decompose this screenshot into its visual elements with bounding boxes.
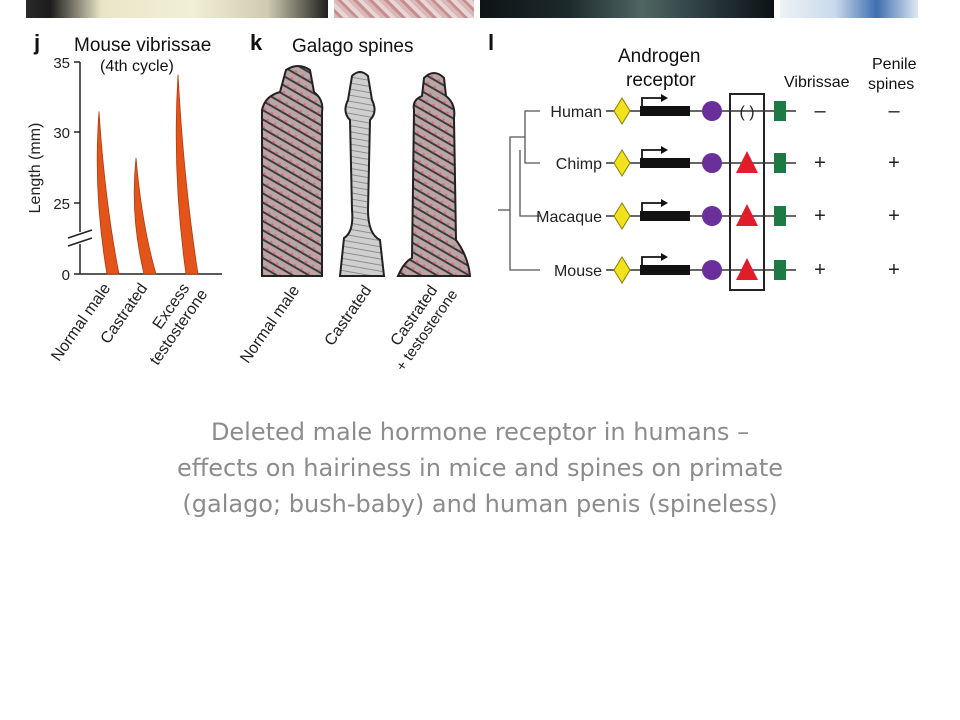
col-header-spines-line1: Penile xyxy=(872,56,917,73)
promoter-arrowhead-icon xyxy=(661,199,668,207)
vibrissa-bar-3 xyxy=(175,74,199,275)
galago-castrated-image xyxy=(338,71,386,277)
slide-caption: Deleted male hormone receptor in humans … xyxy=(80,414,880,522)
ligand-region-box xyxy=(729,93,765,291)
element-square-icon xyxy=(774,206,786,226)
panel-j-title: Mouse vibrissae xyxy=(74,35,212,56)
deleted-element-marker: ( ) xyxy=(739,104,754,121)
element-circle-icon xyxy=(702,153,722,173)
promoter-arrowhead-icon xyxy=(661,94,668,102)
k-image-label: Castrated xyxy=(322,283,376,350)
species-name: Chimp xyxy=(556,156,602,173)
photo-strip-3 xyxy=(480,0,774,18)
vibrissa-bar-1 xyxy=(96,111,120,275)
gene-block xyxy=(640,106,690,116)
gene-block xyxy=(640,158,690,168)
galago-castrated-testosterone-image xyxy=(396,72,472,277)
panel-l-letter: l xyxy=(488,30,495,55)
enhancer-diamond-icon xyxy=(613,97,631,125)
enhancer-triangle-icon xyxy=(736,151,758,173)
gene-block xyxy=(640,265,690,275)
j-tick-label-30: 30 xyxy=(53,125,70,142)
vibrissa-bar-2 xyxy=(133,157,157,275)
species-name: Macaque xyxy=(536,209,602,226)
element-circle-icon xyxy=(702,101,722,121)
vibrissae-status: – xyxy=(814,100,826,122)
promoter-arrowhead-icon xyxy=(661,253,668,261)
panel-j-letter: j xyxy=(34,30,41,55)
panel-l-diagram: Human ( ) – – Chimp + + Macaque + + Mouse + + xyxy=(498,93,900,291)
panel-l-title-line2: receptor xyxy=(626,70,696,91)
galago-normal-male-image xyxy=(261,65,324,277)
species-name: Human xyxy=(550,104,602,121)
k-image-label: Normal male xyxy=(237,282,303,366)
spines-status: + xyxy=(888,259,900,281)
promoter-arrow-icon xyxy=(641,256,664,265)
species-name: Mouse xyxy=(554,263,602,280)
species-row-chimp: Chimp + + xyxy=(556,146,900,177)
species-row-mouse: Mouse + + xyxy=(554,253,900,284)
caption-line-1: Deleted male hormone receptor in humans … xyxy=(210,418,750,446)
element-square-icon xyxy=(774,153,786,173)
vibrissae-status: + xyxy=(814,152,826,174)
photo-strip-2 xyxy=(334,0,474,18)
panel-k-letter: k xyxy=(250,30,263,55)
j-axis-break-mark xyxy=(67,237,93,247)
j-ylabel: Length (mm) xyxy=(27,123,44,214)
j-tick-label-0: 0 xyxy=(62,267,70,284)
spines-status: – xyxy=(888,100,900,122)
promoter-arrow-icon xyxy=(641,149,664,158)
col-header-vibrissae: Vibrissae xyxy=(784,74,850,91)
species-row-macaque: Macaque + + xyxy=(536,199,900,230)
j-axis-break-gap xyxy=(68,232,92,244)
j-category-label: Normal male xyxy=(48,280,114,364)
promoter-arrow-icon xyxy=(641,202,664,211)
caption-line-2: effects on hairiness in mice and spines … xyxy=(176,454,784,482)
element-circle-icon xyxy=(702,206,722,226)
caption-line-3: (galago; bush-baby) and human penis (spi… xyxy=(182,490,778,518)
enhancer-triangle-icon xyxy=(736,204,758,226)
col-header-spines-line2: spines xyxy=(868,76,915,93)
promoter-arrow-icon xyxy=(641,97,664,106)
enhancer-diamond-icon xyxy=(613,149,631,177)
panel-j-chart: Length (mm) 35 30 25 0 Normal maleCastra… xyxy=(27,55,222,368)
element-square-icon xyxy=(774,260,786,280)
spines-status: + xyxy=(888,205,900,227)
enhancer-triangle-icon xyxy=(736,258,758,280)
phylogeny-tree xyxy=(498,110,540,271)
photo-strip-4 xyxy=(780,0,918,18)
species-row-human: Human ( ) – – xyxy=(550,94,900,125)
panel-j-subtitle: (4th cycle) xyxy=(100,58,174,75)
j-tick-label-35: 35 xyxy=(53,55,70,72)
vibrissae-status: + xyxy=(814,205,826,227)
panel-k-title: Galago spines xyxy=(292,36,414,57)
spines-status: + xyxy=(888,152,900,174)
element-square-icon xyxy=(774,101,786,121)
enhancer-diamond-icon xyxy=(613,202,631,230)
j-tick-label-25: 25 xyxy=(53,196,70,213)
promoter-arrowhead-icon xyxy=(661,146,668,154)
vibrissae-status: + xyxy=(814,259,826,281)
enhancer-diamond-icon xyxy=(613,256,631,284)
j-axis-break-mark xyxy=(67,229,93,239)
panel-l-title-line1: Androgen xyxy=(618,46,701,67)
photo-strip-1 xyxy=(26,0,328,18)
gene-block xyxy=(640,211,690,221)
element-circle-icon xyxy=(702,260,722,280)
